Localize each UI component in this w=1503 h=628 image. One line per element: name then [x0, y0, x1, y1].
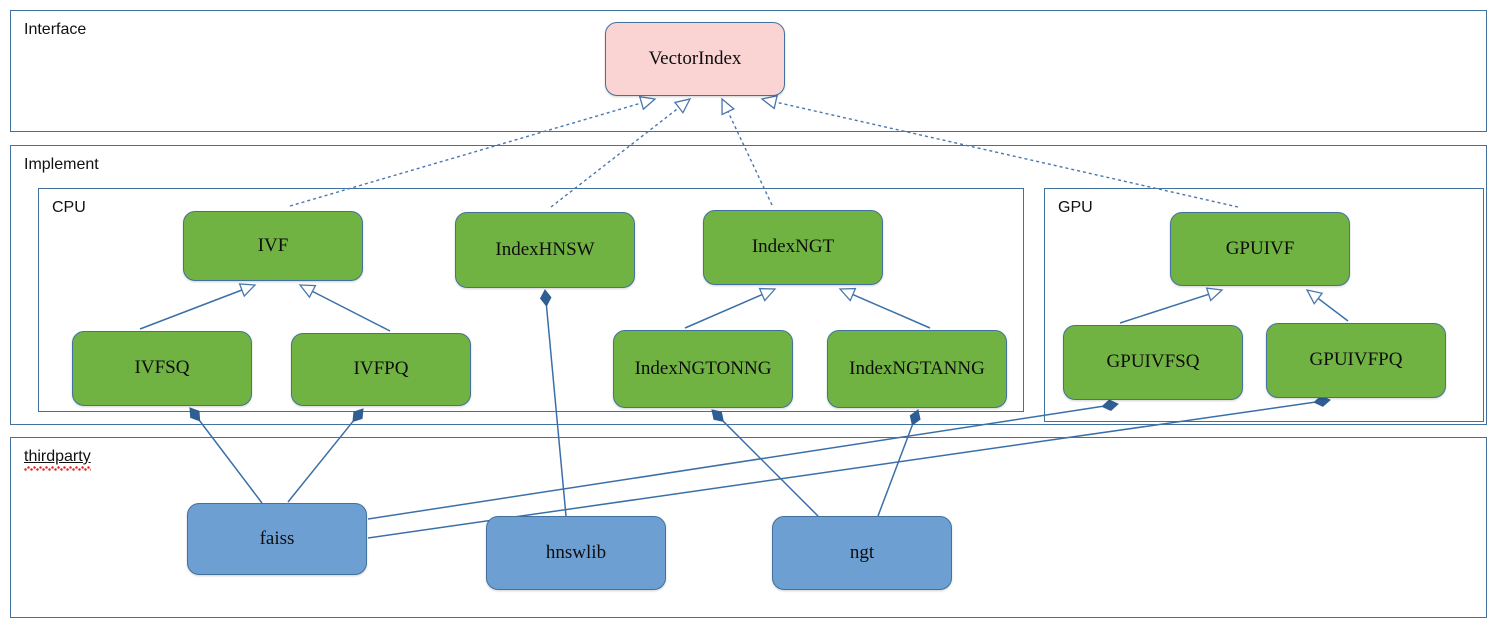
node-hnswlib[interactable]: hnswlib: [486, 516, 666, 590]
node-label: IVFPQ: [353, 358, 409, 380]
node-gpuivfsq[interactable]: GPUIVFSQ: [1063, 325, 1243, 400]
node-ngt[interactable]: ngt: [772, 516, 952, 590]
node-label: IndexHNSW: [495, 238, 595, 260]
node-ivf[interactable]: IVF: [183, 211, 363, 281]
frame-label-implement: Implement: [24, 156, 99, 173]
frame-label-gpu: GPU: [1058, 199, 1093, 216]
node-label: GPUIVF: [1225, 237, 1295, 259]
node-gpuivfpq[interactable]: GPUIVFPQ: [1266, 323, 1446, 398]
node-label: GPUIVFSQ: [1106, 351, 1200, 373]
node-indexngtanng[interactable]: IndexNGTANNG: [827, 330, 1007, 408]
node-label: faiss: [259, 527, 295, 549]
node-gpuivf[interactable]: GPUIVF: [1170, 212, 1350, 286]
node-label: hnswlib: [545, 541, 607, 563]
node-ivfsq[interactable]: IVFSQ: [72, 331, 252, 406]
node-label: VectorIndex: [648, 47, 742, 69]
node-label: IndexNGTONNG: [634, 357, 772, 379]
node-ivfpq[interactable]: IVFPQ: [291, 333, 471, 406]
node-label: IVF: [257, 234, 289, 256]
node-indexngt[interactable]: IndexNGT: [703, 210, 883, 285]
spellcheck-underline: [24, 466, 91, 471]
node-label: IndexNGT: [751, 236, 835, 258]
node-label: IndexNGTANNG: [849, 357, 985, 379]
frame-label-thirdparty: thirdparty: [24, 449, 91, 471]
node-indexhnsw[interactable]: IndexHNSW: [455, 212, 635, 288]
frame-label-interface: Interface: [24, 21, 87, 38]
node-vectorindex[interactable]: VectorIndex: [605, 22, 785, 96]
node-faiss[interactable]: faiss: [187, 503, 367, 575]
frame-label-cpu: CPU: [52, 199, 86, 216]
node-indexngtonng[interactable]: IndexNGTONNG: [613, 330, 793, 408]
node-label: GPUIVFPQ: [1309, 349, 1403, 371]
node-label: IVFSQ: [134, 357, 190, 379]
node-label: ngt: [849, 541, 875, 563]
